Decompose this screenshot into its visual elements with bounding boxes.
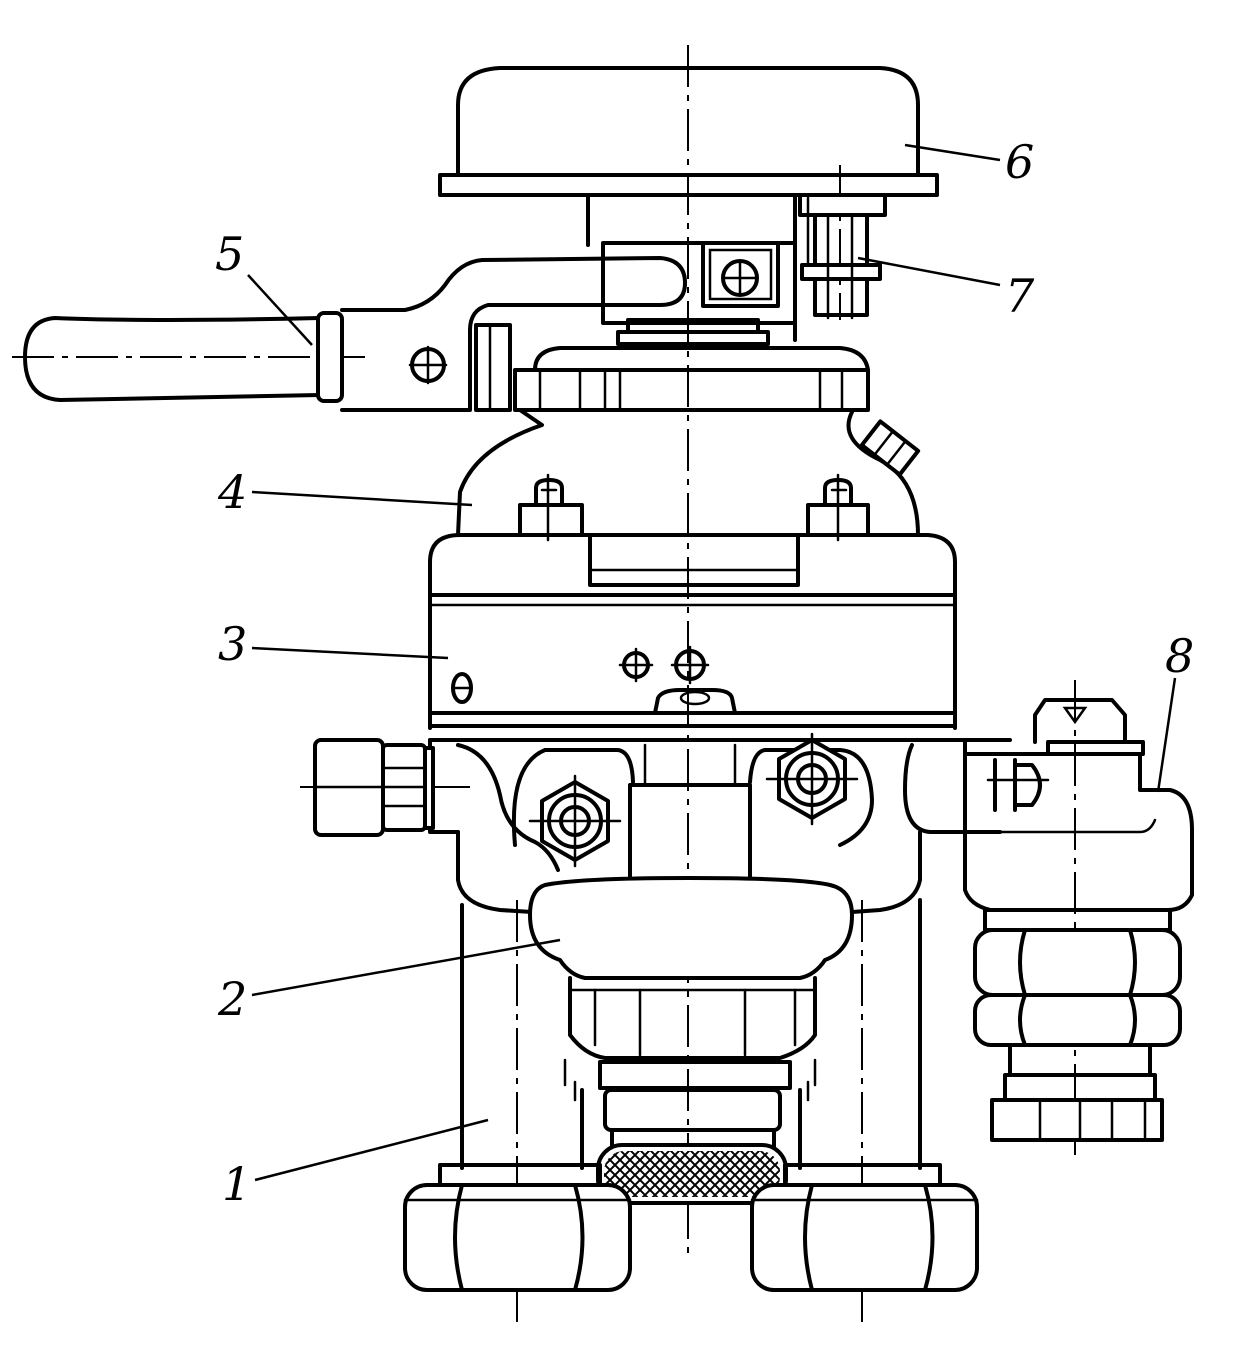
- leader-4: [251, 490, 473, 507]
- base-nut-left: [403, 1183, 632, 1292]
- bolt-right: [806, 473, 870, 542]
- center-lines: [12, 45, 1076, 1322]
- flange-clip: [653, 688, 737, 715]
- side-valve-nut-lower: [973, 993, 1182, 1047]
- part-5-handle: [23, 256, 687, 412]
- leader-5: [247, 274, 313, 346]
- leader-3: [251, 646, 449, 660]
- callout-5: 5: [215, 227, 244, 281]
- part-7-bolt: [798, 193, 887, 320]
- slanted-plug: [859, 419, 921, 477]
- adjusting-spindle: [563, 1058, 817, 1205]
- part-2-regulator: [528, 876, 854, 1060]
- leader-lines: [247, 143, 1177, 1182]
- callout-4: 4: [217, 465, 247, 519]
- part-6-cap: [438, 66, 939, 197]
- base-nut-right: [750, 1183, 979, 1292]
- leader-1: [254, 1118, 489, 1182]
- callout-6: 6: [1005, 135, 1034, 189]
- side-valve-nut-upper: [973, 928, 1182, 997]
- handle-grip: [23, 316, 322, 402]
- callout-8: 8: [1165, 629, 1194, 683]
- flange-mark-left-icon: [618, 647, 654, 683]
- callout-labels: 6 7 5 4 3 8 2 1: [215, 135, 1194, 1211]
- callout-1: 1: [222, 1157, 251, 1211]
- callout-2: 2: [217, 972, 247, 1026]
- part-1-frame: [403, 898, 979, 1292]
- handle-arm: [340, 256, 687, 412]
- callout-7: 7: [1005, 269, 1035, 323]
- bolt-left: [518, 473, 584, 542]
- leader-6: [904, 143, 1001, 162]
- handle-ferrule: [316, 311, 344, 403]
- part-3-flange: [428, 533, 957, 730]
- leader-7: [857, 256, 1001, 287]
- side-valve-screw: [986, 758, 1050, 812]
- flange-mark-right-icon: [670, 645, 710, 685]
- callout-3: 3: [218, 617, 247, 671]
- oil-mark-icon: [451, 672, 473, 704]
- part-8-side-valve: [963, 698, 1194, 1142]
- leader-2: [251, 938, 561, 997]
- stem-housing: [586, 193, 797, 346]
- leader-8: [1156, 677, 1177, 793]
- left-fitting: [313, 738, 435, 837]
- side-valve-bottom-hex: [990, 1098, 1164, 1142]
- port-nut-right: [765, 732, 859, 826]
- lower-body: [428, 732, 1012, 914]
- port-nut-left: [528, 774, 622, 868]
- index-ring: [513, 346, 870, 412]
